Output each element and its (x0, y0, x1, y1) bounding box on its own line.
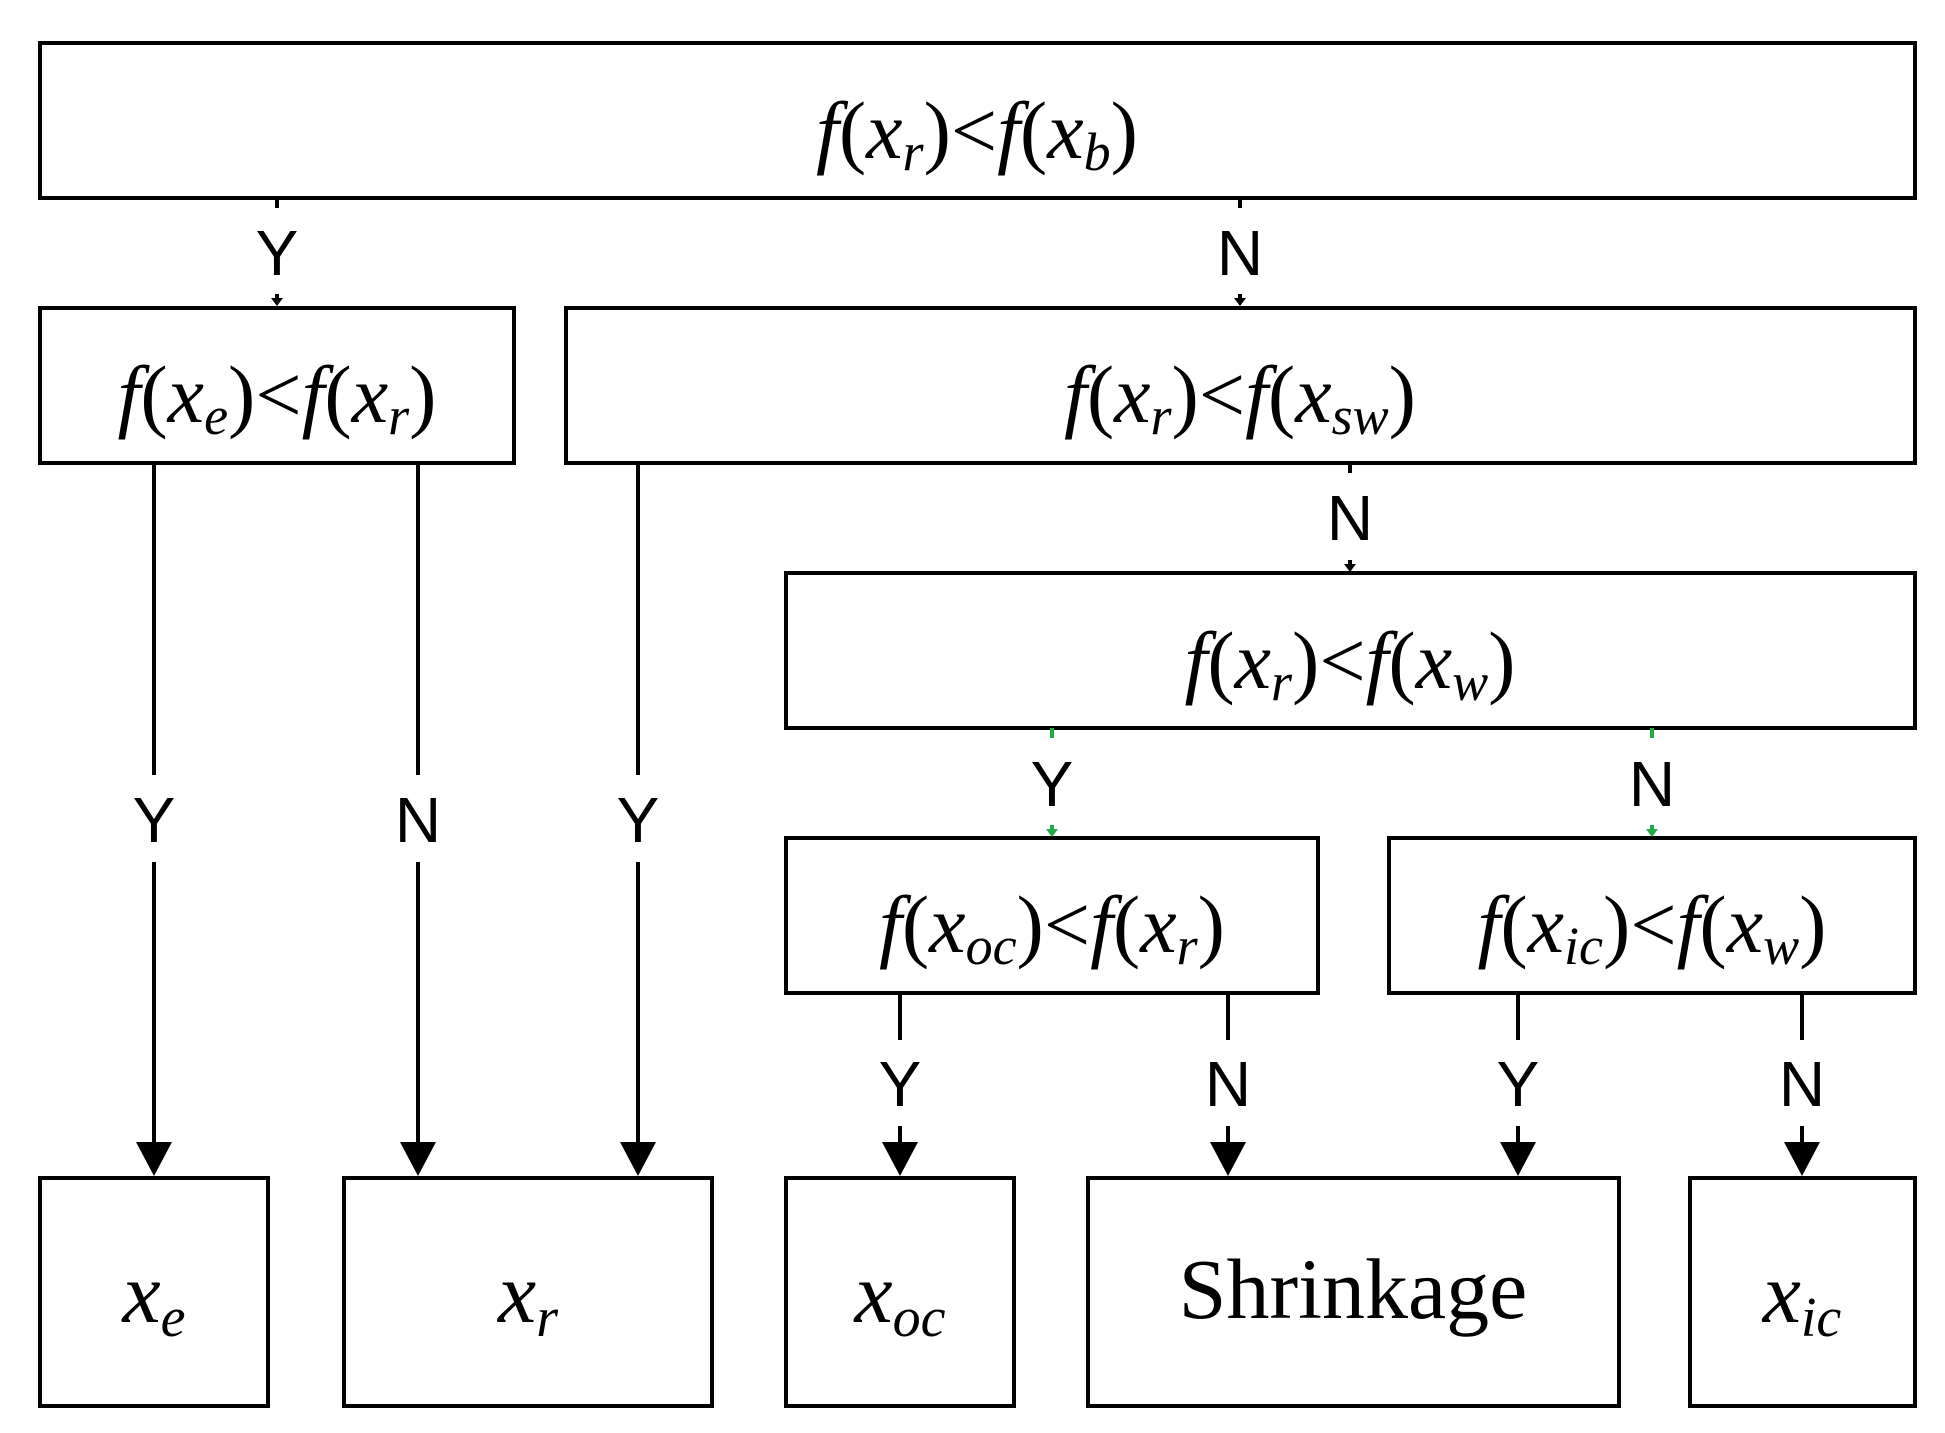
condition-reflect-vs-second-worst: f(xr)<f(xsw) (1064, 349, 1416, 446)
edge-c5-no: N (1205, 993, 1251, 1176)
condition-box-inside-contract-vs-worst: f(xic)<f(xw) (1387, 836, 1917, 995)
condition-expand-vs-reflect: f(xe)<f(xr) (118, 349, 437, 446)
outcome-box-inside-contraction: xic (1688, 1176, 1917, 1408)
edge-label-no: N (1629, 748, 1675, 820)
edge-c6-no: N (1779, 993, 1825, 1176)
outcome-box-expansion: xe (38, 1176, 270, 1408)
edge-c2-no: N (395, 463, 441, 1176)
outcome-reflection: xr (496, 1245, 558, 1349)
condition-box-expand-vs-reflect: f(xe)<f(xr) (38, 306, 516, 465)
edge-label-yes: Y (133, 784, 176, 856)
condition-box-reflect-vs-second-worst: f(xr)<f(xsw) (564, 306, 1917, 465)
edge-label-no: N (1779, 1048, 1825, 1120)
edge-label-no: N (1217, 217, 1263, 289)
condition-box-reflect-vs-best: f(xr)<f(xb) (38, 41, 1917, 200)
condition-reflect-vs-worst: f(xr)<f(xw) (1185, 615, 1516, 712)
edge-label-no: N (1205, 1048, 1251, 1120)
edge-label-yes: Y (617, 784, 660, 856)
condition-inside-contract-vs-worst: f(xic)<f(xw) (1478, 879, 1827, 976)
outcome-box-shrinkage: Shrinkage (1086, 1176, 1621, 1408)
edge-label-no: N (395, 784, 441, 856)
condition-box-reflect-vs-worst: f(xr)<f(xw) (784, 571, 1917, 730)
condition-outside-contract-vs-reflect: f(xoc)<f(xr) (879, 879, 1225, 976)
outcome-box-outside-contraction: xoc (784, 1176, 1016, 1408)
edge-c3-no: N (1327, 463, 1373, 572)
edge-c3-yes: Y (617, 463, 660, 1176)
outcome-expansion: xe (120, 1245, 185, 1349)
edge-c2-yes: Y (133, 463, 176, 1176)
edge-label-yes: Y (879, 1048, 922, 1120)
outcome-box-reflection: xr (342, 1176, 714, 1408)
edge-c4-yes: Y (1031, 728, 1074, 837)
condition-reflect-vs-best: f(xr)<f(xb) (816, 85, 1138, 182)
outcome-shrinkage: Shrinkage (1179, 1241, 1528, 1337)
condition-box-outside-contract-vs-reflect: f(xoc)<f(xr) (784, 836, 1320, 995)
outcome-inside-contraction: xic (1761, 1245, 1842, 1349)
edge-label-no: N (1327, 482, 1373, 554)
edge-label-yes: Y (1031, 748, 1074, 820)
edge-c5-yes: Y (879, 993, 922, 1176)
edge-label-yes: Y (256, 217, 299, 289)
edge-label-yes: Y (1497, 1048, 1540, 1120)
edge-c1-yes: Y (256, 198, 299, 306)
outcome-outside-contraction: xoc (852, 1245, 945, 1349)
edge-c6-yes: Y (1497, 993, 1540, 1176)
edge-c4-no: N (1629, 728, 1675, 837)
edge-c1-no: N (1217, 198, 1263, 306)
